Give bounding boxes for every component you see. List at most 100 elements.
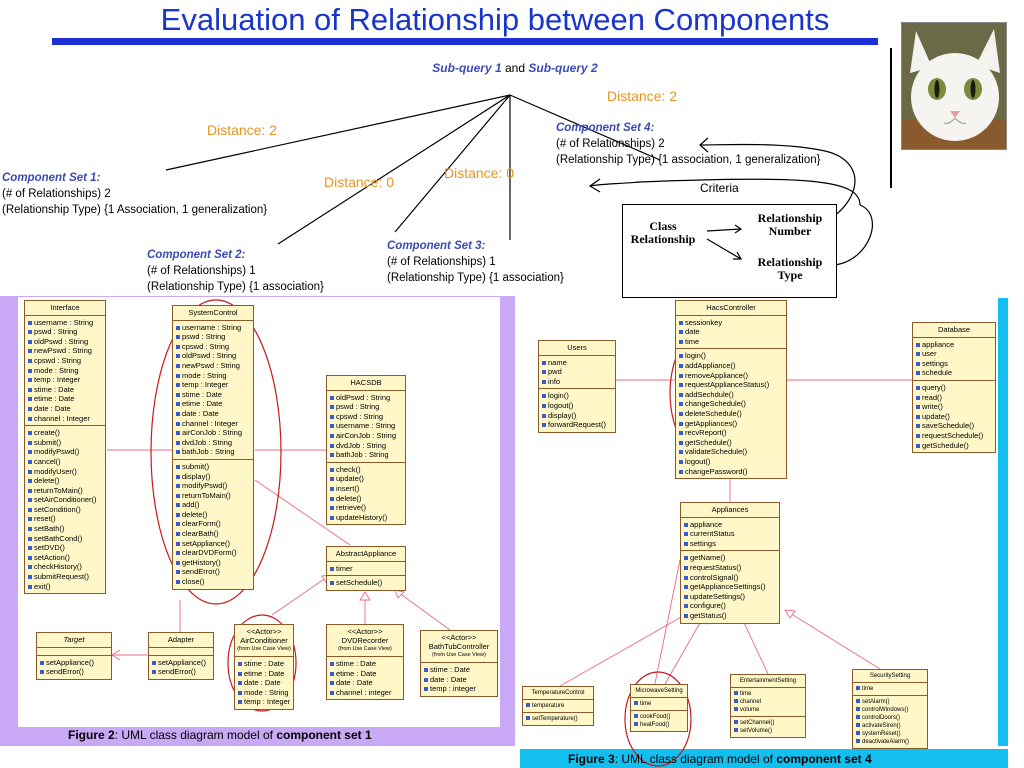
uml-op: addAppliance(): [679, 361, 783, 371]
uml-name: BathTubController: [428, 642, 490, 651]
uml-op: setAppliance(): [176, 539, 250, 549]
uml-class-name: Target: [37, 633, 111, 648]
uml-op: checkHistory(): [28, 562, 102, 572]
component-set-1-type: (Relationship Type) {1 Association, 1 ge…: [2, 204, 268, 216]
uml-attributes: name pwd info: [539, 356, 615, 390]
uml-op: setBath(): [28, 524, 102, 534]
uml-attr: pwd: [542, 367, 612, 377]
uml-op: login(): [542, 391, 612, 401]
uml-class-name: Adapter: [149, 633, 213, 648]
uml-class-appliances: Appliances appliance currentStatus setti…: [680, 502, 780, 624]
uml-op: write(): [916, 402, 992, 412]
uml-stereotype: <<Actor>>: [347, 627, 383, 636]
uml-attr: mode : String: [176, 371, 250, 381]
uml-op: saveSchedule(): [916, 421, 992, 431]
uml-op: setAirConditioner(): [28, 495, 102, 505]
uml-class-name: Users: [539, 341, 615, 356]
figure2-caption-mid: : UML class diagram model of: [114, 728, 277, 742]
uml-operations: setAppliance() sendError(): [37, 656, 111, 679]
uml-operations: login() addAppliance() removeAppliance()…: [676, 349, 786, 478]
uml-attr: currentStatus: [684, 529, 776, 539]
uml-attr: stime : Date: [176, 390, 250, 400]
uml-class-name: MicrowaveSetting: [631, 685, 687, 698]
uml-attr: newPswd : String: [28, 346, 102, 356]
uml-op: getAppliances(): [679, 419, 783, 429]
uml-class-securitysetting: SecuritySetting time setAlarm() controlW…: [852, 669, 928, 749]
uml-op: controlWindows(): [856, 706, 924, 714]
uml-op: modifyUser(): [28, 467, 102, 477]
uml-class-name: TemperatureControl: [523, 687, 593, 700]
uml-attributes: [37, 648, 111, 656]
uml-attr: appliance: [684, 520, 776, 530]
uml-attr: mode : String: [28, 366, 102, 376]
uml-class-name: SecuritySetting: [853, 670, 927, 683]
uml-attr: info: [542, 377, 612, 387]
uml-attr: stime : Date: [424, 665, 494, 675]
uml-attr: oldPswd : String: [28, 337, 102, 347]
uml-class-interface: Interface username : String pswd : Strin…: [24, 300, 106, 595]
uml-attributes: [149, 648, 213, 656]
uml-class-microwavesetting: MicrowaveSetting time cookFood() heatFoo…: [630, 684, 688, 732]
component-set-1-heading: Component Set 1:: [2, 172, 101, 184]
distance-label-3: Distance: 0: [324, 174, 395, 190]
uml-op: requestStatus(): [684, 563, 776, 573]
uml-attr: temperature: [526, 702, 590, 710]
uml-attr: stime : Date: [238, 659, 290, 669]
uml-attr: time: [856, 685, 924, 693]
uml-attr: date : Date: [28, 404, 102, 414]
uml-attr: etime : Date: [176, 399, 250, 409]
uml-attributes: stime : Date date : Date temp : integer: [421, 663, 497, 696]
uml-class-entertainmentsetting: EntertainmentSetting time channel volume…: [730, 674, 806, 738]
uml-attr: schedule: [916, 368, 992, 378]
page-title: Evaluation of Relationship between Compo…: [160, 2, 830, 37]
cat-photo: [901, 22, 1007, 150]
uml-op: login(): [679, 351, 783, 361]
uml-op: heatFood(): [634, 721, 684, 729]
uml-op: getSchedule(): [916, 441, 992, 451]
uml-op: retrieve(): [330, 503, 402, 513]
uml-attr: channel : integer: [330, 688, 400, 698]
uml-op: activateSiren(): [856, 722, 924, 730]
uml-attr: dvdJob : String: [176, 438, 250, 448]
uml-op: updateHistory(): [330, 513, 402, 523]
uml-op: setDVD(): [28, 543, 102, 553]
uml-attr: channel : Integer: [28, 414, 102, 424]
uml-class-temperaturecontrol: TemperatureControl temperature setTemper…: [522, 686, 594, 726]
figure2-caption: Figure 2: UML class diagram model of com…: [68, 728, 372, 742]
uml-stereotype: <<Actor>>: [246, 627, 282, 636]
uml-op: setVolume(): [734, 727, 802, 735]
component-set-3-type: (Relationship Type) {1 association}: [387, 272, 564, 284]
uml-attr: timer: [330, 564, 402, 574]
uml-name: DVDRecorder: [341, 636, 389, 645]
uml-attributes: stime : Date etime : Date date : Date mo…: [235, 657, 293, 709]
uml-op: check(): [330, 465, 402, 475]
uml-op: requestSchedule(): [916, 431, 992, 441]
uml-attr: appliance: [916, 340, 992, 350]
uml-class-name: EntertainmentSetting: [731, 675, 805, 688]
uml-class-dvdrecorder: <<Actor>> DVDRecorder (from Use Case Vie…: [326, 624, 404, 701]
uml-attributes: stime : Date etime : Date date : Date ch…: [327, 657, 403, 699]
figure3-caption-bar: [520, 749, 1008, 768]
uml-stereotype: <<Actor>>: [441, 633, 477, 642]
uml-op: logout(): [542, 401, 612, 411]
uml-attr: temp : Integer: [176, 380, 250, 390]
uml-attr: stime : Date: [28, 385, 102, 395]
uml-op: submitRequest(): [28, 572, 102, 582]
figure3-caption: Figure 3: UML class diagram model of com…: [568, 752, 872, 766]
uml-class-adapter: Adapter setAppliance() sendError(): [148, 632, 214, 680]
uml-op: update(): [330, 474, 402, 484]
uml-op: exit(): [28, 582, 102, 592]
uml-attr: username : String: [330, 421, 402, 431]
uml-op: display(): [176, 472, 250, 482]
component-set-2: Component Set 2: (# of Relationships) 1 …: [147, 247, 324, 295]
uml-op: submit(): [28, 438, 102, 448]
uml-op: controlSignal(): [684, 573, 776, 583]
uml-operations: create() submit() modifyPswd() cancel() …: [25, 426, 105, 593]
uml-op: update(): [916, 412, 992, 422]
class-relationship-line2: Relationship: [630, 232, 696, 246]
uml-op: create(): [28, 428, 102, 438]
uml-attr: time: [679, 337, 783, 347]
uml-class-target: Target setAppliance() sendError(): [36, 632, 112, 680]
